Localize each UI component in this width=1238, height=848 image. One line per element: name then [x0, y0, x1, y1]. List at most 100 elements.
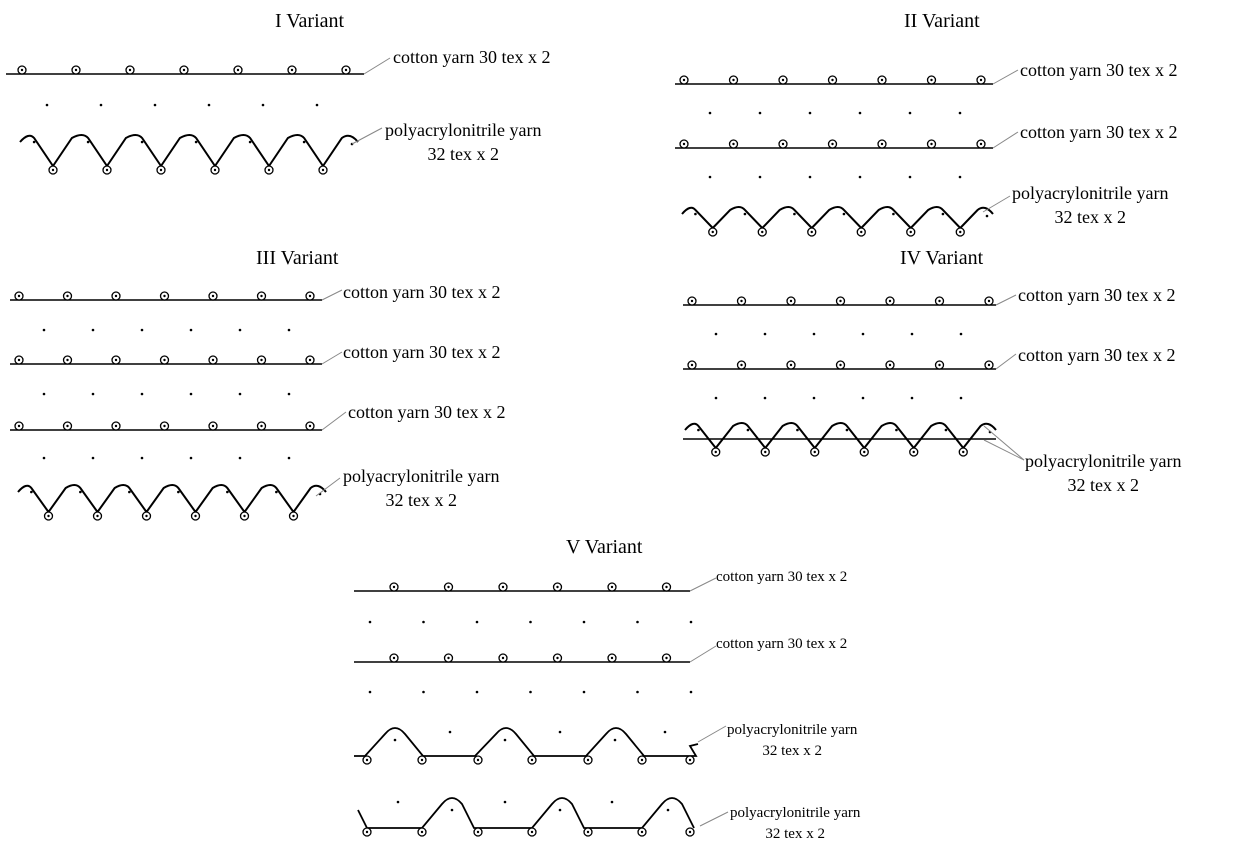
v5-cotton-row-a-loop-1-core [447, 585, 450, 589]
v4-cotton-row-a-loop-3-core [839, 299, 842, 303]
v5-pan-row-b-loop-2-core [476, 830, 480, 834]
v3-pan-row-yarn [17, 484, 327, 514]
v1-dot-row-5 [315, 103, 319, 107]
v2-pan-row-loop-0-core [711, 230, 714, 234]
v5-dot-row-a-6 [689, 620, 693, 624]
v5-dot-row-a-4 [582, 620, 586, 624]
v1-dot-row-0 [45, 103, 49, 107]
v4-dot-row-a-5 [959, 332, 963, 336]
v1-pan-row-loop-3-core [213, 168, 217, 172]
v1-cotton-row-loop-3-core [182, 68, 186, 72]
v1-pan-leader [351, 127, 383, 145]
variant-1-title: I Variant [275, 10, 345, 32]
v2-pan-row-inner-dot-4 [892, 212, 895, 216]
v4-cotton-row-b-loop-2-core [789, 363, 793, 367]
v5-pan-row-b-peak-dot-2 [666, 808, 670, 812]
v1-pan-row-loop-5-core [321, 168, 325, 172]
v2-pan-leader [982, 195, 1011, 213]
v5-dot-row-a-3 [529, 620, 532, 624]
v4-pan-row-inner-dot-3 [845, 428, 849, 432]
v4-pan-label-line2: 32 tex x 2 [1067, 475, 1139, 495]
v5-dot-row-b-2 [475, 690, 479, 694]
v5-pan-label-b-line1: polyacrylonitrile yarn [730, 805, 861, 821]
v5-pan-row-b-yarn [357, 797, 695, 829]
v3-cotton-row-b-loop-6-core [308, 358, 312, 362]
v3-cotton-row-c-loop-2-core [114, 424, 118, 428]
v3-cotton-row-c-loop-6-core [308, 424, 312, 428]
v3-cotton-row-c-loop-5-core [260, 424, 263, 428]
v5-pan-row-a-mid-dot-0 [448, 730, 452, 734]
v3-pan-row-loop-0-core [47, 514, 50, 518]
v1-pan-row-inner-dot-5 [302, 140, 306, 144]
v2-dot-row-a-3 [858, 111, 862, 115]
v2-dot-row-b-2 [808, 175, 812, 179]
v3-cotton-row-c-loop-1-core [66, 424, 69, 428]
v2-cotton-row-a-loop-2-core [781, 78, 785, 82]
v5-cotton-row-b-loop-2-core [501, 656, 505, 660]
v5-pan-row-a-loop-2-core [476, 758, 480, 762]
v4-cotton-row-b-loop-3-core [839, 363, 842, 367]
v5-pan-row-b-loop-4-core [586, 830, 590, 834]
v2-pan-row-inner-dot-0 [694, 212, 697, 216]
v1-cotton-row-loop-5-core [290, 68, 294, 72]
v4-cotton-leader-b [995, 353, 1017, 370]
v3-cotton-row-a-loop-2-core [114, 294, 118, 298]
variant-3-title: III Variant [256, 247, 339, 269]
v2-dot-row-b-4 [908, 175, 912, 179]
v5-pan-label-a: polyacrylonitrile yarn 32 tex x 2 [727, 720, 857, 762]
v5-cotton-label-b: cotton yarn 30 tex x 2 [716, 636, 848, 652]
v5-pan-label-b-line2: 32 tex x 2 [765, 826, 825, 842]
v3-dot-row-a-2 [140, 328, 144, 332]
v1-pan-row-loop-1-core [105, 168, 109, 172]
v3-dot-row-a-3 [189, 328, 193, 332]
v3-cotton-label-a: cotton yarn 30 tex x 2 [343, 282, 501, 302]
v5-pan-leader-b [699, 811, 729, 827]
v4-pan-row-loop-4-core [912, 450, 915, 454]
v1-cotton-row-loop-6-core [344, 68, 348, 72]
v5-pan-row-b-loop-1-core [420, 830, 424, 834]
v3-dot-row-a-5 [287, 328, 291, 332]
v4-cotton-row-a-loop-1-core [740, 299, 743, 303]
v1-pan-row-inner-dot-0 [32, 140, 36, 144]
v3-pan-label-line1: polyacrylonitrile yarn [343, 466, 500, 486]
v3-pan-row-inner-dot-1 [79, 490, 82, 494]
v2-cotton-row-b-loop-3-core [831, 142, 834, 146]
v1-cotton-row-loop-4-core [236, 68, 240, 72]
v3-pan-row-inner-dot-2 [128, 490, 131, 494]
v5-cotton-row-b-loop-0-core [392, 656, 396, 660]
v3-pan-row-inner-dot-0 [30, 490, 33, 494]
v4-cotton-row-a-loop-5-core [938, 299, 941, 303]
v3-dot-row-a-1 [91, 328, 95, 332]
v4-dot-row-b-0 [714, 396, 718, 400]
v2-cotton-row-b-loop-4-core [880, 142, 884, 146]
v3-dot-row-c-5 [287, 456, 291, 460]
v5-pan-row-b-mid-dot-0 [396, 800, 400, 804]
v1-dot-row-2 [153, 103, 157, 107]
v4-pan-row-inner-dot-1 [746, 428, 750, 432]
v4-pan-row-yarn [684, 422, 997, 450]
v2-pan-row-loop-2-core [810, 230, 813, 234]
v2-dot-row-a-4 [908, 111, 912, 115]
v1-pan-row-loop-0-core [51, 168, 55, 172]
v3-dot-row-b-2 [140, 392, 144, 396]
v5-pan-label-a-line2: 32 tex x 2 [762, 743, 822, 759]
v4-cotton-label-b: cotton yarn 30 tex x 2 [1018, 345, 1176, 365]
v2-cotton-row-a-loop-3-core [831, 78, 834, 82]
v5-pan-row-b-peak-dot-1 [558, 808, 562, 812]
v4-pan-row-loop-1-core [764, 450, 767, 454]
v1-dot-row-4 [261, 103, 265, 107]
v1-pan-label-line2: 32 tex x 2 [427, 144, 499, 164]
v5-pan-row-a-peak-dot-2 [613, 738, 617, 742]
v2-dot-row-a-1 [758, 111, 762, 115]
v3-cotton-leader-b [321, 351, 343, 365]
v3-cotton-row-b-loop-4-core [211, 358, 215, 362]
v5-pan-row-a-peak-dot-1 [503, 738, 507, 742]
v2-pan-row-loop-4-core [909, 230, 912, 234]
v4-pan-leader-a [983, 425, 1025, 461]
v2-pan-row-loop-3-core [860, 230, 863, 234]
v1-cotton-row-loop-0-core [20, 68, 24, 72]
v3-cotton-row-c-loop-0-core [17, 424, 21, 428]
v4-dot-row-a-2 [812, 332, 816, 336]
v3-cotton-label-b: cotton yarn 30 tex x 2 [343, 342, 501, 362]
v3-dot-row-b-1 [91, 392, 95, 396]
